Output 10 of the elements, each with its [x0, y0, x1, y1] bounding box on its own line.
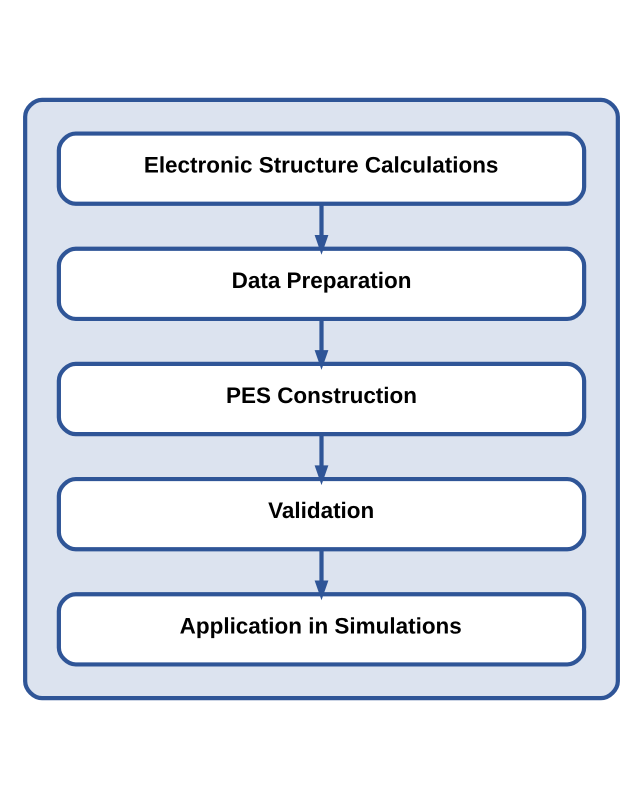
arrow: [314, 549, 328, 600]
arrow: [314, 318, 328, 370]
node-box: Validation: [56, 476, 586, 552]
node-box: Electronic Structure Calculations: [56, 131, 586, 206]
cluster: [23, 98, 620, 700]
arrow: [314, 434, 328, 486]
arrow: [314, 204, 328, 255]
node-box: Application in Simulations: [56, 592, 586, 667]
node-box: Data Preparation: [56, 246, 586, 322]
node-box: PES Construction: [56, 362, 586, 436]
